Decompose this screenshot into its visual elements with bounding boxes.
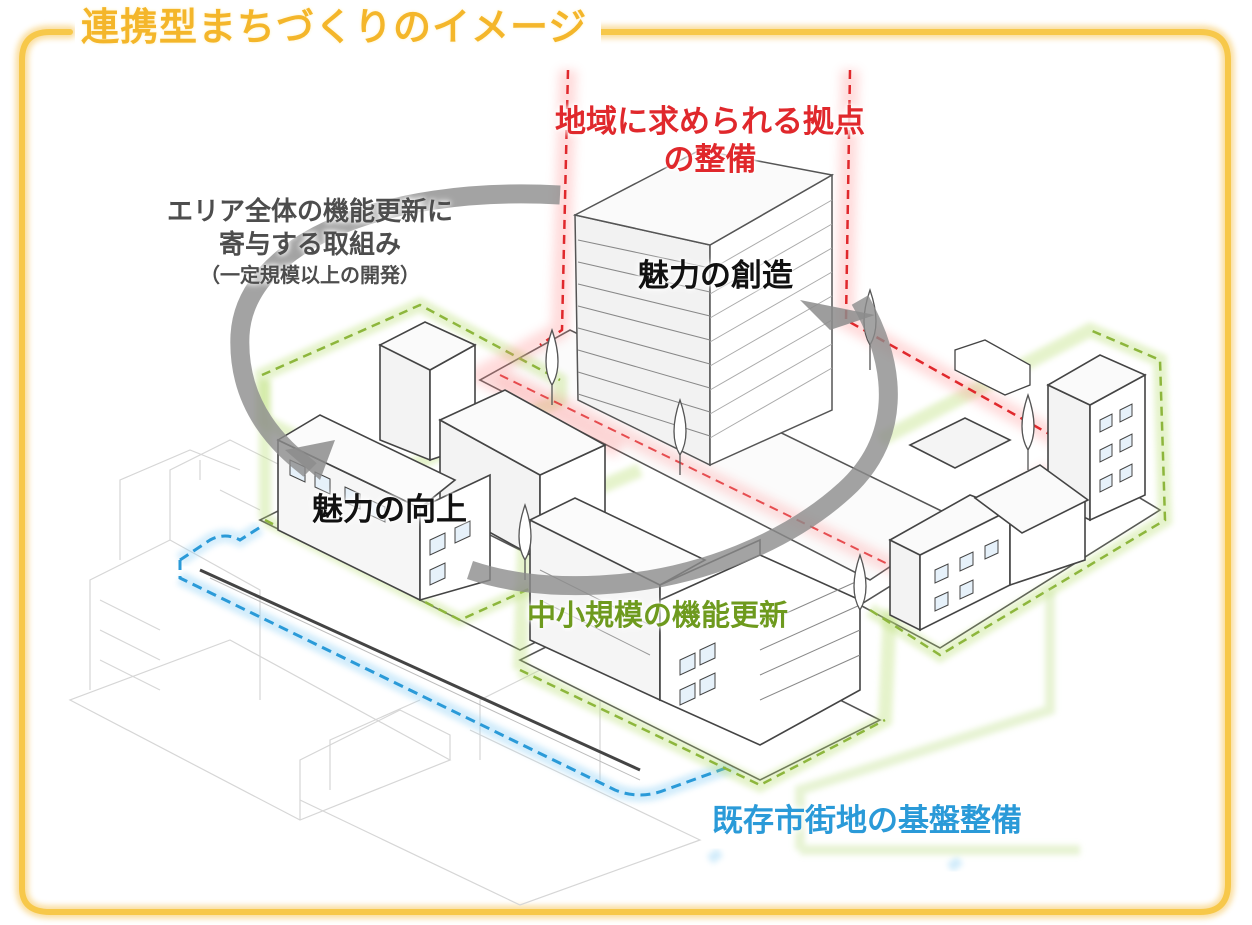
infrastructure-label: 既存市街地の基盤整備 [712, 803, 1022, 839]
creation-label: 魅力の創造 [638, 258, 793, 294]
small-scale-label: 中小規模の機能更新 [527, 598, 789, 632]
area-renewal-label: エリア全体の機能更新に 寄与する取組み （一定規模以上の開発） [130, 196, 490, 289]
right-buildings [888, 339, 1147, 632]
area-renewal-line1: エリア全体の機能更新に [166, 197, 453, 227]
central-tower [572, 149, 835, 467]
infrastructure-road [176, 521, 964, 872]
hub-label: 地域に求められる拠点の整備 [555, 104, 865, 178]
diagram-title: 連携型まちづくりのイメージ [75, 5, 602, 51]
area-renewal-line2: 寄与する取組み [218, 229, 401, 260]
outer-frame [15, 25, 1235, 919]
trees [518, 287, 1035, 630]
improvement-label: 魅力の向上 [312, 492, 467, 528]
center-buildings [528, 497, 861, 746]
arrowhead-right-icon [800, 300, 875, 330]
area-renewal-note: （一定規模以上の開発） [200, 263, 420, 287]
arrowhead-left-icon [285, 440, 335, 480]
cycle-arrow [230, 184, 898, 596]
